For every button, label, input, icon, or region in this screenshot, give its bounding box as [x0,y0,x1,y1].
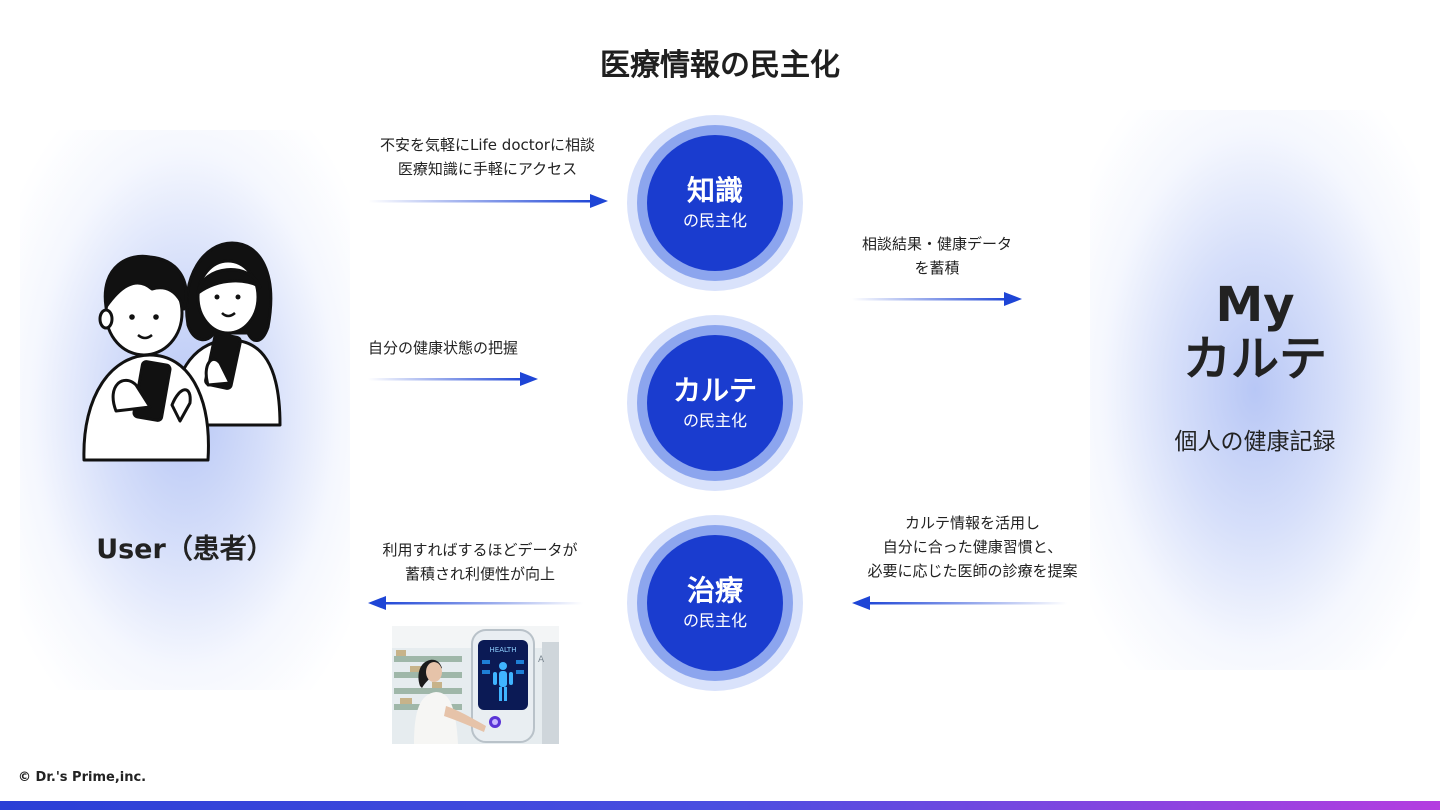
arrow-right-health [368,372,538,386]
convenience-caption: 利用すればするほどデータが 蓄積され利便性が向上 [355,538,605,586]
propose-caption-line1: カルテ情報を活用し [904,514,1040,532]
accumulate-caption-line2: を蓄積 [914,259,960,277]
karte-circle-title: カルテ [672,374,757,407]
propose-caption: カルテ情報を活用し 自分に合った健康習慣と、 必要に応じた医師の診療を提案 [835,511,1110,583]
health-kiosk-photo: HEALTH A [392,626,559,744]
convenience-caption-line2: 蓄積され利便性が向上 [404,565,555,583]
kiosk-screen-label: HEALTH [490,646,517,654]
page-title: 医療情報の民主化 [600,48,840,83]
arrow-left-convenience [368,596,583,610]
knowledge-circle: 知識 の民主化 [627,115,803,291]
kiosk-side-letter: A [538,655,545,665]
arrow-left-propose [852,596,1067,610]
karte-circle-subtitle: の民主化 [682,411,747,430]
knowledge-circle-title: 知識 [686,174,743,207]
arrow-right-knowledge [368,194,608,208]
accumulate-caption: 相談結果・健康データ を蓄積 [832,232,1042,280]
mykarte-title: My カルテ [1110,278,1400,386]
copyright: © Dr.'s Prime,inc. [18,770,147,785]
mykarte-title-line2: カルテ [1182,331,1327,387]
mykarte-subtitle: 個人の健康記録 [1174,429,1336,455]
propose-caption-line3: 必要に応じた医師の診療を提案 [867,562,1078,580]
treatment-circle-core: 治療 の民主化 [647,535,783,671]
treatment-circle: 治療 の民主化 [627,515,803,691]
knowledge-caption: 不安を気軽にLife doctorに相談 医療知識に手軽にアクセス [355,133,620,181]
arrow-right-accumulate [852,292,1022,306]
propose-caption-line2: 自分に合った健康習慣と、 [882,538,1063,556]
users-illustration [82,241,282,462]
health-status-caption: 自分の健康状態の把握 [368,339,519,357]
accumulate-caption-line1: 相談結果・健康データ [861,235,1012,253]
knowledge-caption-line1: 不安を気軽にLife doctorに相談 [380,136,595,154]
mykarte-title-line1: My [1215,277,1295,333]
karte-circle: カルテ の民主化 [627,315,803,491]
mykarte-glow-panel [1090,110,1420,670]
treatment-circle-subtitle: の民主化 [682,611,747,630]
bottom-gradient-bar [0,801,1440,810]
treatment-circle-title: 治療 [686,574,743,607]
knowledge-circle-core: 知識 の民主化 [647,135,783,271]
karte-circle-core: カルテ の民主化 [647,335,783,471]
knowledge-caption-line2: 医療知識に手軽にアクセス [397,160,578,178]
convenience-caption-line1: 利用すればするほどデータが [382,541,578,559]
knowledge-circle-subtitle: の民主化 [682,211,747,230]
user-label: User（患者） [96,534,274,565]
